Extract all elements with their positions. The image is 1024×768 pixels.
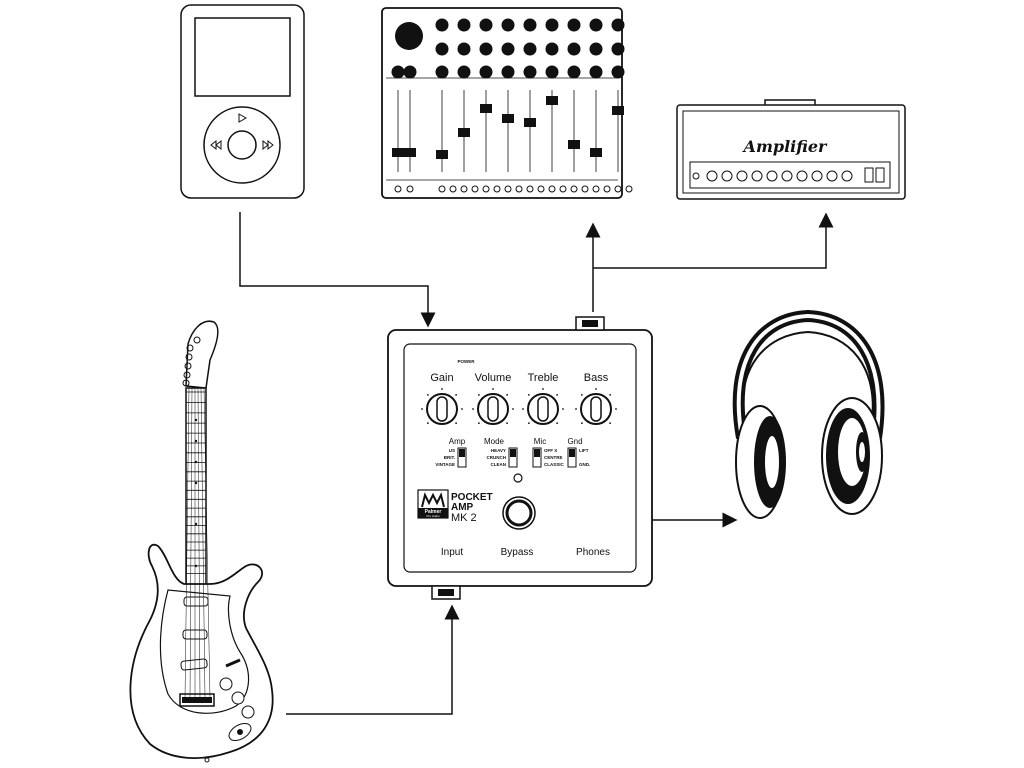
mixer-fader-icon [524, 118, 536, 127]
amp-option-us: US [449, 448, 455, 453]
mixer-fader-icon [612, 106, 624, 115]
mixer-fader-icon [546, 96, 558, 105]
mixer-knob-icon [545, 65, 559, 79]
mp3-player-icon [180, 4, 305, 199]
electric-guitar-icon [129, 320, 274, 763]
mp3-to-input-cable [239, 212, 436, 328]
gain-label: Gain [430, 372, 453, 384]
bass-knob[interactable] [580, 393, 612, 425]
mixer-knob-icon [457, 42, 471, 56]
headphones-icon [732, 309, 885, 519]
mixer-knob-icon [523, 65, 537, 79]
mixer-knob-icon [523, 42, 537, 56]
mode-selector-switch[interactable] [508, 447, 518, 468]
mic-selector-switch[interactable] [532, 447, 542, 468]
power-led [513, 473, 523, 483]
product-name-line2: AMP [451, 502, 474, 513]
guitar-to-input-cable [286, 604, 460, 715]
mixer-knob-icon [501, 18, 515, 32]
amplifier-head-icon: Amplifier [676, 99, 906, 200]
mixer-knob-icon [457, 65, 471, 79]
mixer-fader-icon [480, 104, 492, 113]
mixer-knob-icon [567, 65, 581, 79]
mode-switch-title: Mode [484, 437, 505, 446]
mic-option-classic: CLASSIC [544, 462, 565, 467]
amp-option-brit: BRIT. [444, 455, 455, 460]
mixer-knob-icon [567, 42, 581, 56]
mixer-knob-icon [589, 65, 603, 79]
mixer-fader-icon [458, 128, 470, 137]
palmer-logo-text: Palmer [425, 509, 442, 515]
mixer-knob-icon [611, 18, 625, 32]
mixer-knob-icon [435, 18, 449, 32]
mixer-knob-icon [435, 65, 449, 79]
mixer-knob-icon [457, 18, 471, 32]
mixer-knob-icon [589, 42, 603, 56]
gnd-option-gnd: GND. [579, 462, 590, 467]
mixer-knob-icon [523, 18, 537, 32]
product-model: MK 2 [451, 512, 477, 524]
mixer-fader-icon [436, 150, 448, 159]
mic-option-centre: CENTRE [544, 455, 563, 460]
output-to-amplifier-cable [593, 212, 834, 269]
mixer-knob-icon [501, 42, 515, 56]
mixer-knob-icon [545, 42, 559, 56]
input-jack-label: Input [441, 547, 463, 558]
mixer-knob-icon [611, 65, 625, 79]
phones-jack-label: Phones [576, 547, 610, 558]
amplifier-brand-label: Amplifier [742, 137, 829, 156]
gnd-selector-switch[interactable] [567, 447, 577, 468]
amp-selector-switch[interactable] [457, 447, 467, 468]
mixer-knob-icon [501, 65, 515, 79]
mixer-fader-icon [502, 114, 514, 123]
amp-option-vintage: VINTAGE [435, 462, 455, 467]
mixer-knob-icon [589, 18, 603, 32]
pocket-amp-unit: POWER Gain Volume Treble Bass Amp Mode M… [387, 316, 653, 600]
mode-option-clean: CLEAN [491, 462, 507, 467]
volume-knob[interactable] [477, 393, 509, 425]
mixer-knob-icon [435, 42, 449, 56]
power-label: POWER [457, 359, 475, 364]
signal-connections [239, 212, 834, 715]
palmer-logo: Palmer Pro Audio [417, 489, 449, 519]
mixer-knob-icon [611, 42, 625, 56]
palmer-logo-subtext: Pro Audio [426, 514, 439, 518]
bypass-footswitch[interactable] [502, 496, 536, 530]
mixer-knob-icon [545, 18, 559, 32]
mode-option-crunch: CRUNCH [487, 455, 507, 460]
treble-label: Treble [528, 372, 559, 384]
mixer-knob-icon [479, 18, 493, 32]
mixer-knob-icon [567, 18, 581, 32]
mode-option-heavy: HEAVY [491, 448, 506, 453]
mic-option-off: OFF X [544, 448, 557, 453]
mixer-console-icon [381, 7, 633, 199]
mixer-knob-icon [479, 42, 493, 56]
mixer-fader-icon [568, 140, 580, 149]
product-name-line1: POCKET [451, 492, 493, 503]
gnd-option-lift: LIFT [579, 448, 589, 453]
bypass-label: Bypass [501, 547, 534, 558]
gain-knob[interactable] [426, 393, 458, 425]
mixer-knob-icon [479, 65, 493, 79]
amp-switch-title: Amp [449, 437, 466, 446]
bass-label: Bass [584, 372, 609, 384]
mixer-fader-icon [590, 148, 602, 157]
gnd-switch-title: Gnd [567, 437, 582, 446]
volume-label: Volume [475, 372, 512, 384]
treble-knob[interactable] [527, 393, 559, 425]
mic-switch-title: Mic [534, 437, 546, 446]
